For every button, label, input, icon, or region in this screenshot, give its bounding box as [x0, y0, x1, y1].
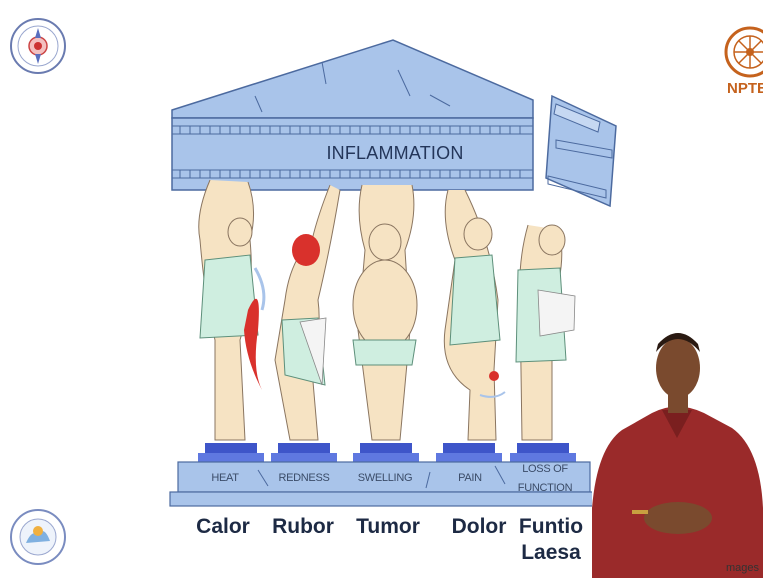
latin-label-funtio: Funtio	[514, 514, 588, 539]
latin-label-calor: Calor	[190, 514, 256, 539]
nptel-wordmark: NPTE	[727, 80, 763, 97]
temple-roof	[172, 40, 533, 118]
pillar-label-heat: HEAT	[197, 472, 253, 484]
pillar-label-loss-of-function-line2: FUNCTION	[510, 482, 580, 494]
broken-entablature-fragment	[546, 96, 616, 206]
latin-label-laesa: Laesa	[514, 540, 588, 565]
watermark-text: mages	[726, 562, 759, 574]
temple-base-lower	[170, 492, 600, 506]
institute-logo-left	[8, 8, 68, 86]
latin-label-dolor: Dolor	[444, 514, 514, 539]
figure-loss-of-function	[516, 225, 575, 440]
pillar-label-pain: PAIN	[440, 472, 500, 484]
pillar-label-loss-of-function-line1: LOSS OF	[510, 463, 580, 475]
pillar-label-redness: REDNESS	[271, 472, 337, 484]
inflammation-temple-diagram	[165, 35, 625, 515]
banner-title-inflammation: INFLAMMATION	[305, 143, 485, 164]
institute-logo-bottom	[8, 505, 68, 575]
pedestals	[198, 443, 576, 462]
pillar-label-swelling: SWELLING	[352, 472, 418, 484]
figure-pain	[444, 190, 505, 440]
latin-label-rubor: Rubor	[268, 514, 338, 539]
latin-label-tumor: Tumor	[350, 514, 426, 539]
figure-swelling	[353, 185, 417, 440]
presenter-video	[592, 318, 763, 578]
figure-redness	[275, 185, 340, 440]
figure-heat	[199, 180, 264, 440]
